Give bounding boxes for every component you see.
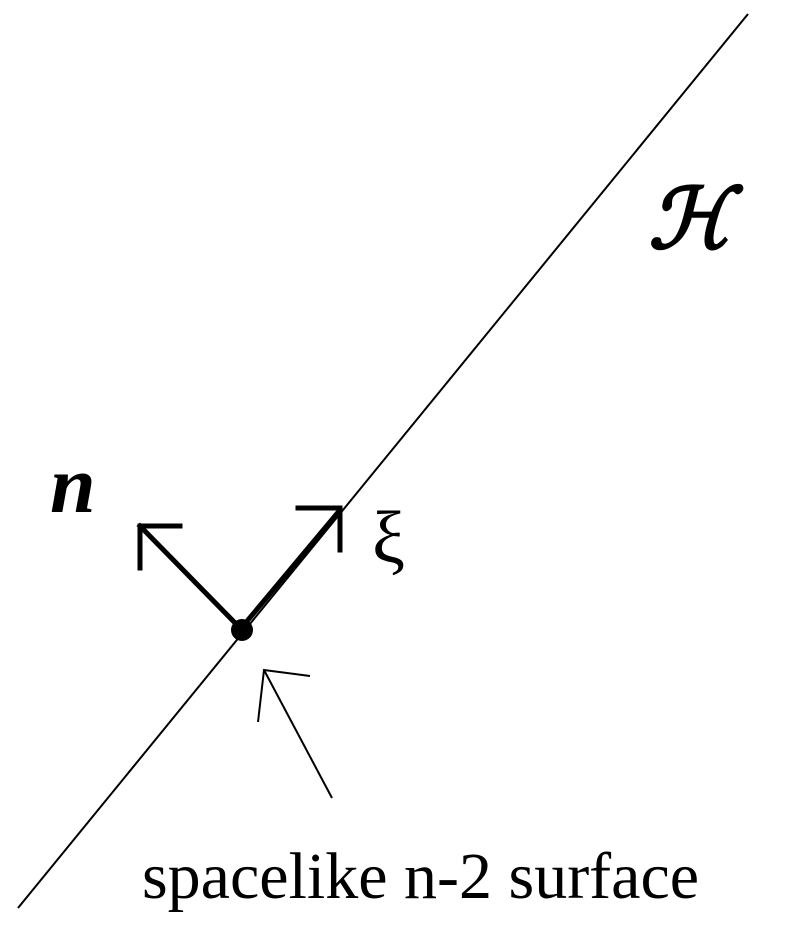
normal-vector-label: n [50, 439, 96, 530]
surface-caption: spacelike n-2 surface [142, 840, 699, 913]
surface-point [231, 619, 253, 641]
horizon-label: ℋ [648, 174, 744, 267]
killing-vector-arrow [244, 505, 344, 624]
horizon-line [17, 13, 749, 909]
normal-vector-arrow [136, 522, 244, 632]
killing-vector-label: ξ [372, 497, 405, 579]
pointer-arrow [257, 668, 333, 799]
